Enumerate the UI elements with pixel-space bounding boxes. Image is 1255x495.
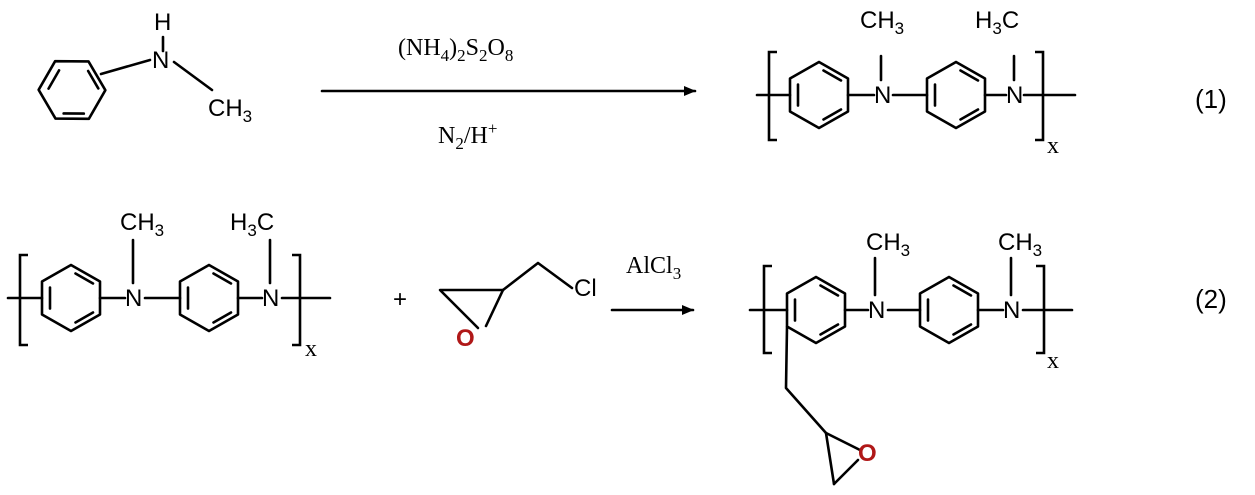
oxidant-reagent: (NH4)2S2O8 bbox=[398, 35, 513, 65]
equation-number-1: (1) bbox=[1195, 84, 1227, 114]
methyl-label-2: H3C bbox=[230, 209, 274, 240]
methyl-label-1: CH3 bbox=[866, 229, 910, 260]
nitrogen-label-2: N bbox=[1003, 297, 1020, 324]
benzene-ring-1 bbox=[785, 275, 847, 345]
methyl-label-2: H3C bbox=[975, 7, 1019, 38]
nitrogen-label-1: N bbox=[125, 285, 142, 312]
glycidyl-poly-n-methylaniline-product: N CH3 N CH3 x O bbox=[748, 229, 1074, 486]
chlorine-label: Cl bbox=[574, 275, 597, 302]
epoxide-oxygen-label: O bbox=[858, 440, 877, 467]
benzene-ring-2 bbox=[178, 263, 240, 333]
atmosphere-condition: N2/H+ bbox=[438, 119, 497, 153]
benzene-ring bbox=[29, 45, 115, 135]
nh-hydrogen-label: H bbox=[154, 9, 171, 36]
benzene-ring-1 bbox=[40, 263, 102, 333]
benzene-ring-2 bbox=[925, 60, 987, 130]
nitrogen-label-1: N bbox=[874, 82, 891, 109]
n-methylaniline-reactant: H N CH3 bbox=[29, 9, 252, 135]
methyl-label-1: CH3 bbox=[120, 209, 164, 240]
amine-nitrogen-label: N bbox=[152, 47, 169, 74]
epichlorohydrin-reactant: O Cl bbox=[438, 261, 597, 352]
plus-sign: + bbox=[393, 286, 407, 313]
repeat-unit-x: x bbox=[1047, 348, 1059, 374]
epoxide-oxygen-label: O bbox=[456, 325, 475, 352]
methyl-label-2: CH3 bbox=[998, 229, 1042, 260]
poly-n-methylaniline-reactant: N CH3 N H3C x bbox=[6, 209, 332, 362]
reaction-1: H N CH3 (NH4)2S2O8 N2/H+ N CH3 N H3C x bbox=[29, 7, 1227, 159]
methyl-label: CH3 bbox=[208, 95, 252, 126]
reaction-2: N CH3 N H3C x + O Cl AlCl3 bbox=[6, 209, 1227, 486]
poly-n-methylaniline-product: N CH3 N H3C x bbox=[755, 7, 1077, 159]
benzene-ring-1 bbox=[788, 60, 850, 130]
left-bracket bbox=[18, 253, 28, 347]
repeat-unit-x: x bbox=[1047, 133, 1059, 159]
nitrogen-label-2: N bbox=[262, 285, 279, 312]
methyl-label-1: CH3 bbox=[860, 7, 904, 38]
nitrogen-label-2: N bbox=[1006, 82, 1023, 109]
repeat-unit-x: x bbox=[305, 336, 317, 362]
benzene-ring-2 bbox=[918, 275, 980, 345]
nitrogen-label-1: N bbox=[868, 297, 885, 324]
equation-number-2: (2) bbox=[1195, 284, 1227, 314]
catalyst-label: AlCl3 bbox=[626, 253, 681, 283]
right-bracket bbox=[292, 253, 302, 347]
